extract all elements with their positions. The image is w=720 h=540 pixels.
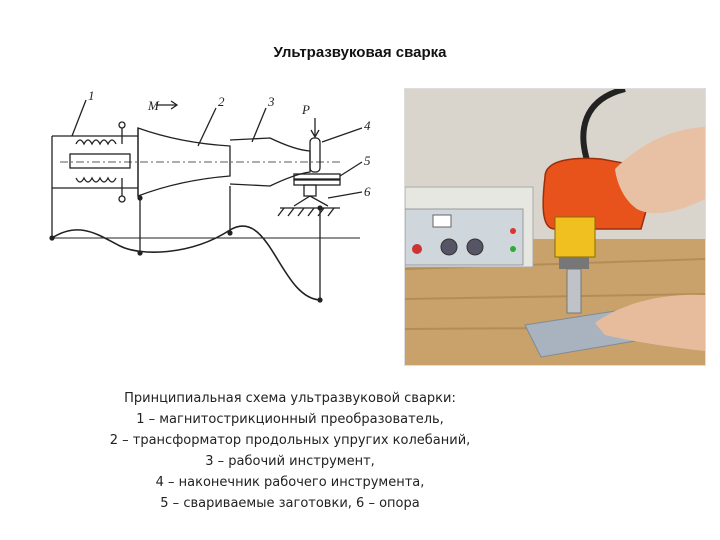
frame-horizontal-lines — [52, 135, 138, 189]
label-m: M — [147, 98, 160, 113]
label-5: 5 — [364, 153, 371, 168]
transducer-core — [69, 153, 131, 169]
slide-title: Ультразвуковая сварка — [273, 44, 447, 61]
schematic-caption: Принципиальная схема ультразвуковой свар… — [40, 388, 540, 514]
label-1: 1 — [88, 88, 95, 103]
label-3: 3 — [267, 94, 275, 109]
label-4: 4 — [364, 118, 371, 133]
lower-coil — [75, 176, 117, 183]
caption-line: 3 – рабочий инструмент, — [205, 454, 375, 469]
caption-line: 5 – свариваемые заготовки, 6 – опора — [160, 496, 420, 511]
caption-line: 2 – трансформатор продольных упругих кол… — [109, 433, 471, 448]
horn-transformer — [137, 127, 231, 197]
ultrasonic-welding-schematic: 1 M 2 3 P 4 5 6 — [40, 88, 380, 310]
label-6: 6 — [364, 184, 371, 199]
caption-line: 4 – наконечник рабочего инструмента, — [155, 475, 425, 490]
amplitude-curve — [51, 225, 321, 301]
workpiece-lower — [293, 179, 341, 186]
label-p: P — [301, 102, 310, 117]
upper-coil — [75, 139, 117, 146]
welding-device-photo — [404, 88, 706, 366]
label-2: 2 — [218, 94, 225, 109]
caption-line: 1 – магнитострикционный преобразователь, — [136, 412, 444, 427]
support — [293, 195, 329, 207]
caption-line: Принципиальная схема ультразвуковой свар… — [124, 391, 456, 406]
workpiece-upper — [293, 173, 341, 180]
tool-tip — [309, 137, 321, 173]
